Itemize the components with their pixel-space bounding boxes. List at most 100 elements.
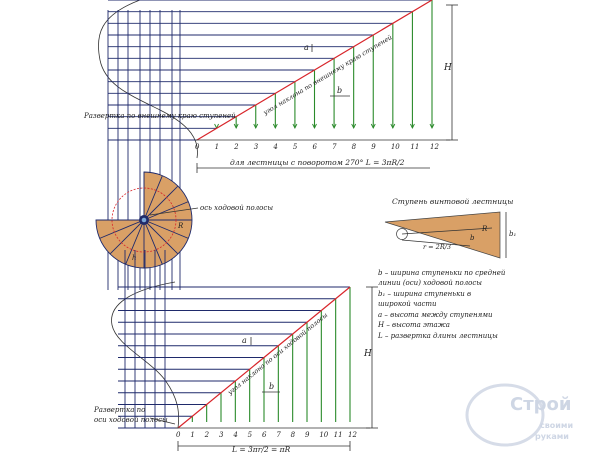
bottom-sweep-label-2: оси ходовой полосы [94, 416, 168, 424]
step-radius-formula: r = 2R/3 [423, 243, 451, 251]
top-riser-arrow [370, 123, 376, 130]
bottom-step-number: 10 [319, 431, 328, 439]
bottom-step-number: 12 [348, 431, 357, 439]
top-horizontal-lines [108, 0, 432, 141]
bottom-projection-lines [124, 250, 166, 428]
plan-tread-line [109, 219, 145, 255]
legend-line-7: L – развертка длины лестницы [377, 332, 498, 340]
top-step-number: 4 [272, 143, 277, 151]
logo-brand: Строй [510, 394, 572, 415]
plan-r-label: R [177, 222, 184, 230]
plan-center-core [141, 217, 147, 223]
top-sweep-label-text: Развертка по внешнему краю ступеней [83, 112, 236, 120]
step-detail-title: Ступень винтовой лестницы [392, 197, 513, 206]
top-b-label: b [337, 86, 342, 95]
legend-line-3: b₁ – ширина ступеньки в [378, 290, 471, 298]
bottom-step-number: 9 [305, 431, 310, 439]
plan-h-label: h [132, 254, 137, 262]
bottom-step-number: 8 [291, 431, 296, 439]
step-detail: Ступень винтовой лестницы R b r = 2R/3 b… [384, 197, 516, 259]
plan-tread-line [143, 185, 179, 221]
top-step-number: 2 [233, 143, 239, 151]
top-step-number: 7 [332, 143, 337, 151]
top-step-number: 6 [313, 143, 318, 151]
bottom-sweep-pointer [149, 417, 176, 425]
top-step-risers [214, 0, 435, 130]
top-riser-arrow [272, 123, 278, 130]
top-length-label: для лестницы с поворотом 270° L = 3πR/2 [230, 158, 405, 167]
logo-line-2: своими [540, 421, 573, 430]
top-riser-arrow [233, 123, 239, 130]
top-step-number: 9 [371, 143, 376, 151]
legend-line-4: широкой части [378, 300, 437, 308]
top-sweep-label-1: Развертка по внешнему краю ступеней [83, 112, 236, 120]
top-riser-arrow [331, 123, 337, 130]
plan-axis-pointer [149, 207, 199, 216]
top-a-label: a [304, 43, 309, 52]
bottom-step-number: 3 [219, 431, 224, 439]
bottom-step-number: 11 [334, 431, 343, 439]
step-r-label: R [481, 225, 488, 233]
bottom-step-number: 6 [262, 431, 267, 439]
top-step-number: 12 [430, 143, 439, 151]
top-riser-arrow [351, 123, 357, 130]
plan-tread-line [143, 175, 163, 221]
legend: b – ширина ступеньки по средней линии (о… [377, 269, 506, 340]
top-step-number: 1 [215, 143, 219, 151]
plan-tread-lines [96, 172, 192, 268]
bottom-b-label: b [269, 382, 274, 391]
bottom-length-label: L = 3πr/2 = πR [231, 445, 291, 454]
plan-axis-label: ось ходовой полосы [200, 204, 273, 212]
logo-swirl [465, 383, 545, 447]
step-radius-line [401, 227, 493, 235]
bottom-incline-text: угол наклона по оси ходовой полосы [225, 311, 329, 397]
top-height-label: H [443, 63, 452, 73]
bottom-step-number: 0 [176, 431, 181, 439]
top-step-number: 0 [195, 143, 200, 151]
plan-tread-line [143, 219, 163, 265]
bottom-step-risers [191, 287, 351, 422]
bottom-step-number: 2 [204, 431, 210, 439]
top-riser-arrow [410, 123, 415, 130]
bottom-a-label: a [242, 336, 247, 345]
stair-plan: ось ходовой полосы h R [95, 171, 273, 269]
legend-line-1: b – ширина ступеньки по средней [378, 269, 506, 277]
legend-line-2: линии (оси) ходовой полосы [378, 279, 482, 287]
bottom-step-number: 1 [190, 431, 194, 439]
plan-tread-line [143, 219, 189, 239]
top-step-number: 8 [352, 143, 357, 151]
bottom-horizontal-lines [118, 286, 350, 429]
step-b-label: b [470, 234, 475, 242]
top-step-number: 10 [391, 143, 400, 151]
plan-tread-line [99, 219, 145, 239]
bottom-sweep-curve [111, 281, 180, 429]
plan-tread-line [143, 219, 179, 255]
top-step-number: 5 [293, 143, 298, 151]
top-incline-line [196, 0, 433, 141]
top-riser-arrow [390, 123, 396, 130]
step-b1-label: b₁ [509, 230, 516, 238]
bottom-sweep-label-1: Развертка по [93, 406, 145, 414]
top-riser-arrow [429, 123, 435, 130]
plan-tread-line [125, 219, 145, 265]
step-midline [401, 239, 471, 247]
top-riser-arrow [312, 123, 317, 130]
top-step-number: 11 [410, 143, 419, 151]
bottom-step-number: 4 [232, 431, 237, 439]
bottom-step-number: 7 [276, 431, 281, 439]
top-riser-arrow [292, 123, 298, 130]
legend-line-5: a – высота между ступенями [378, 311, 493, 319]
watermark-logo: Строй своими руками [465, 383, 573, 447]
top-riser-arrow [253, 123, 259, 130]
legend-line-6: H – высота этажа [377, 321, 450, 329]
plan-axis-circle [111, 187, 177, 253]
top-step-number: 3 [254, 143, 259, 151]
bottom-step-number: 5 [248, 431, 253, 439]
bottom-height-label: H [363, 349, 372, 359]
bottom-incline-line [177, 286, 351, 429]
plan-tread-line [143, 201, 189, 221]
